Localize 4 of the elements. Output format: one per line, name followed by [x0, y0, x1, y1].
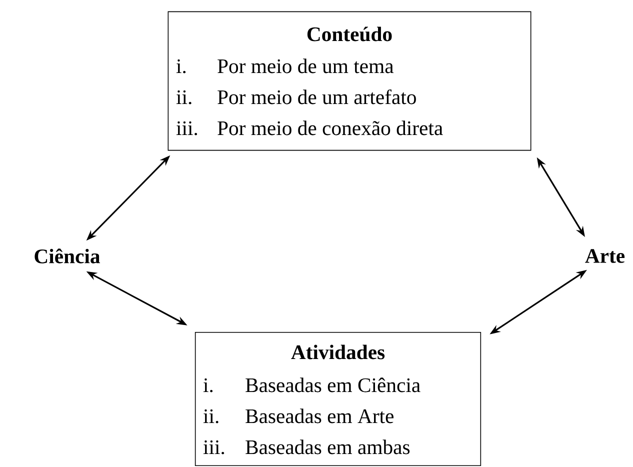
bold-label: Arte	[585, 249, 625, 263]
list-box: Conteúdo i. Por meio de um tema ii. Por meio de um artefato iii. Por meio de conexão direta	[168, 11, 532, 151]
list-box: Atividades i. Baseadas em Ciência ii. Baseadas em Arte iii. Baseadas em ambas	[194, 332, 482, 466]
bold-label: Ciência	[34, 248, 100, 264]
